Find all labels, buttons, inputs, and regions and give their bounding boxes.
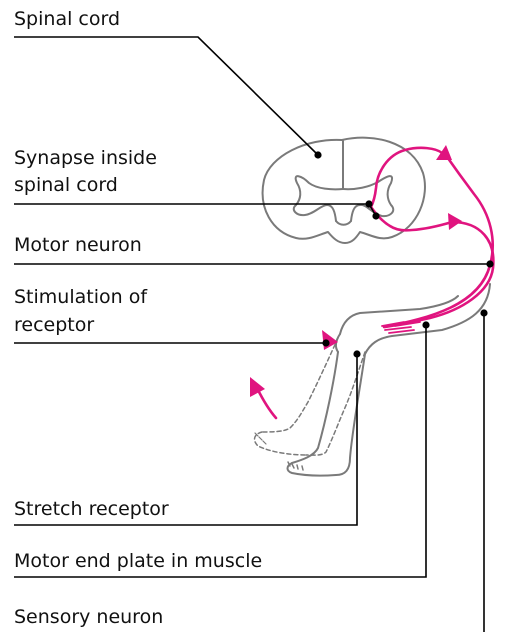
dot-sensory-neuron [480,309,487,316]
interneuron-arrowhead [448,213,462,230]
foot-toes-flexed [255,433,266,444]
knee-outline [336,334,340,352]
foot-extended [288,463,337,476]
dot-synapse-inner [365,200,372,207]
leader-stretch-receptor [14,354,357,525]
leader-lines [14,37,490,632]
central-canal [336,221,351,225]
calf-back [336,354,365,475]
sensory-arrowhead [436,145,452,160]
interneuron-path [371,207,452,230]
sensory-neuron-path [384,154,493,327]
leg-drawing [255,284,490,476]
foot-flexed [255,432,306,455]
leader-spinal-cord [14,37,318,155]
sensory-neuron-into-cord [371,148,442,207]
reflex-pathway [257,148,493,418]
spinal-cord-cross-section [263,138,425,243]
dot-synapse [372,212,379,219]
dot-stretch-receptor [353,350,360,357]
leg-movement-arrowhead [250,377,265,397]
dot-motor-neuron [486,260,493,267]
dot-stimulation [322,339,329,346]
grey-matter-left [294,176,343,221]
shin-front [292,352,338,463]
grey-matter-right [343,176,393,221]
pathway-arrowheads [250,145,462,397]
leg-movement-arrow-shaft [257,388,276,418]
dot-spinal-cord [314,151,321,158]
dot-motor-end-plate [422,321,429,328]
